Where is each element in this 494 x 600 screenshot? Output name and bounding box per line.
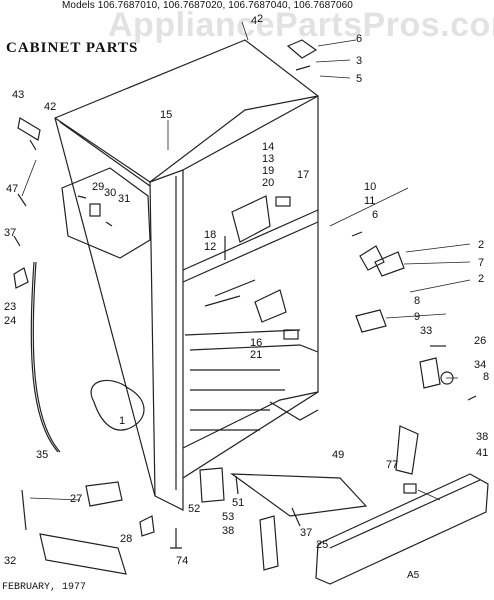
callout-37: 37 [300, 527, 312, 539]
callout-28: 28 [120, 533, 132, 545]
leader-lines [21, 21, 471, 501]
callout-8: 8 [483, 371, 489, 383]
callout-19: 19 [262, 165, 274, 177]
callout-14: 14 [262, 141, 274, 153]
callout-11: 11 [364, 195, 375, 207]
callout-38: 38 [222, 525, 234, 537]
models-line: Models 106.7687010, 106.7687020, 106.768… [62, 0, 353, 11]
footer-date: FEBRUARY, 1977 [2, 582, 87, 593]
callout-2: 2 [478, 239, 484, 251]
callout-15: 15 [160, 109, 172, 121]
callout-49: 49 [332, 449, 344, 461]
callout-16: 16 [250, 337, 262, 349]
callout-30: 30 [104, 187, 116, 199]
callout-12: 12 [204, 241, 216, 253]
callout-32: 32 [4, 555, 16, 567]
footer-code: A5 [407, 570, 420, 581]
callout-9: 9 [414, 311, 420, 323]
callout-31: 31 [118, 193, 130, 205]
callout-74: 74 [176, 555, 188, 567]
callout-labels: 1 2 2 2 3 4 5 6 6 7 8 8 9 10 11 12 13 14… [4, 13, 489, 567]
callout-2: 2 [478, 273, 484, 285]
callout-29: 29 [92, 181, 104, 193]
callout-7: 7 [478, 257, 484, 269]
callout-5: 5 [356, 73, 362, 85]
callout-10: 10 [364, 181, 376, 193]
callout-3: 3 [356, 55, 362, 67]
callout-2: 2 [257, 13, 263, 25]
callout-41: 41 [476, 447, 488, 459]
callout-42: 42 [44, 101, 56, 113]
center-brackets [204, 195, 299, 340]
callout-6: 6 [372, 209, 378, 221]
callout-8: 8 [414, 295, 420, 307]
callout-51: 51 [232, 497, 244, 509]
right-parts [351, 231, 477, 401]
callout-6: 6 [356, 33, 362, 45]
callout-21: 21 [250, 349, 262, 361]
section-title: CABINET PARTS [6, 40, 139, 56]
callout-52: 52 [188, 503, 200, 515]
callout-34: 34 [474, 359, 486, 371]
callout-20: 20 [262, 177, 274, 189]
cabinet-body [54, 39, 319, 511]
callout-13: 13 [262, 153, 274, 165]
callout-27: 27 [70, 493, 82, 505]
callout-24: 24 [4, 315, 16, 327]
callout-1: 1 [119, 415, 125, 427]
callout-25: 25 [316, 539, 328, 551]
callout-26: 26 [474, 335, 486, 347]
callout-38: 38 [476, 431, 488, 443]
callout-23: 23 [4, 301, 16, 313]
left-parts [13, 117, 61, 453]
cutout-detail [90, 379, 145, 431]
callout-18: 18 [204, 229, 216, 241]
callout-17: 17 [297, 169, 309, 181]
callout-37: 37 [4, 227, 16, 239]
callout-43: 43 [12, 89, 24, 101]
callout-77: 77 [386, 459, 398, 471]
bottom-parts [21, 425, 489, 585]
panel-cutout [61, 167, 151, 259]
callout-4: 4 [251, 15, 257, 27]
callout-33: 33 [420, 325, 432, 337]
callout-47: 47 [6, 183, 18, 195]
callout-53: 53 [222, 511, 234, 523]
callout-35: 35 [36, 449, 48, 461]
